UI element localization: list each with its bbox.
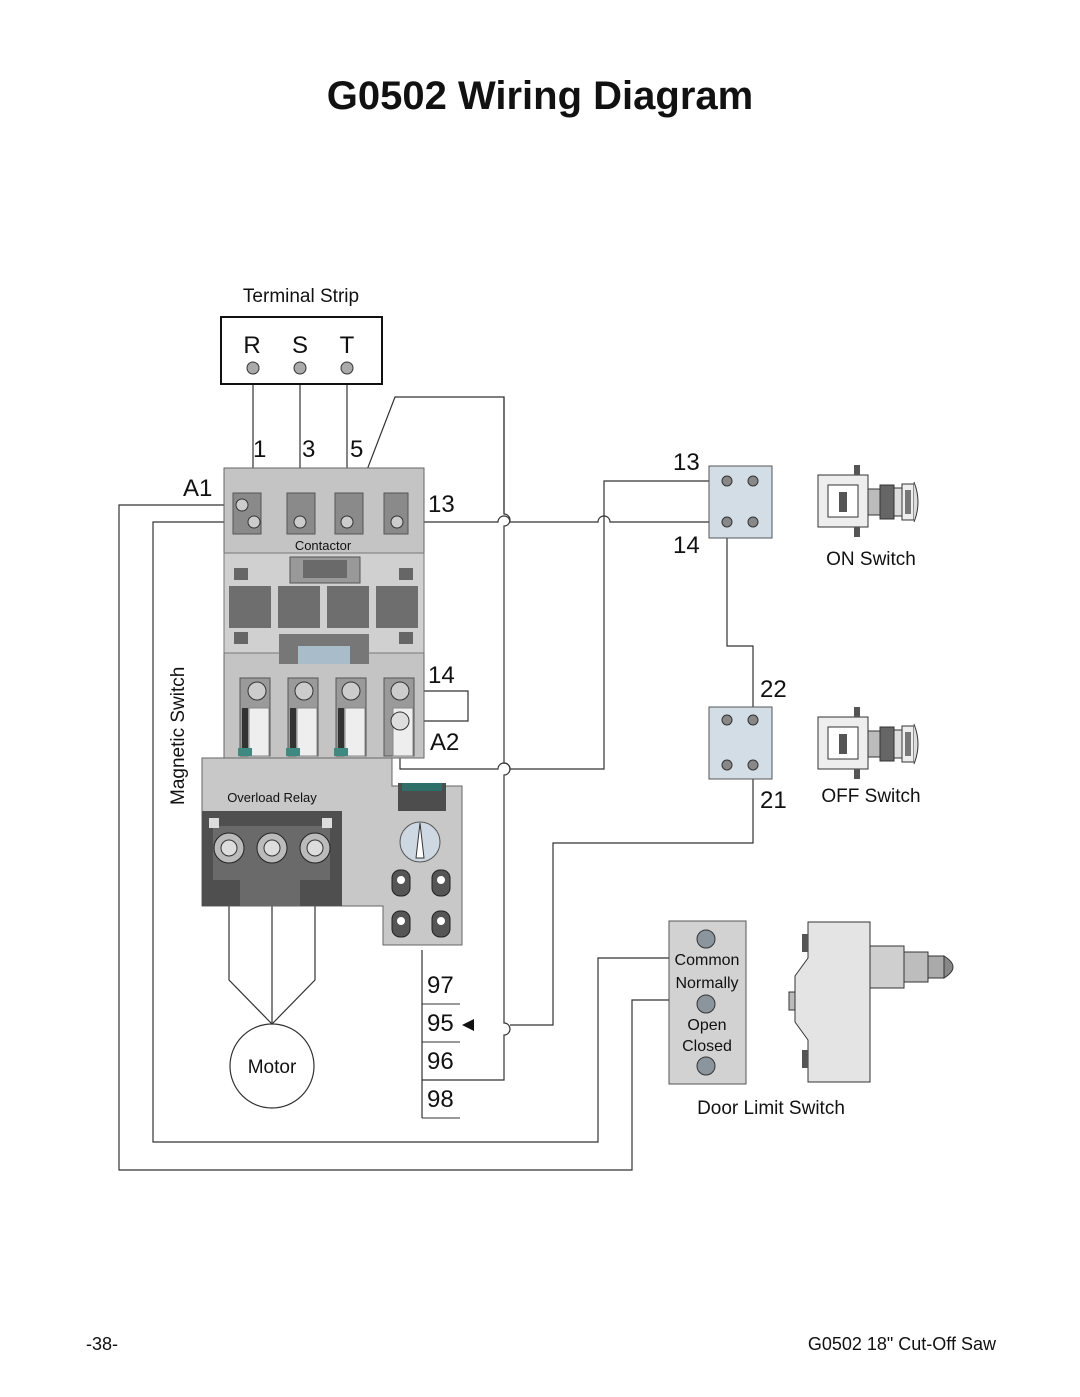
- wire-a1-inner: [152, 521, 706, 1143]
- door-limit-switch: Common Normally Open Closed Door Limit S…: [668, 920, 954, 1119]
- terminal-s-screw: [293, 361, 307, 375]
- terminal-s-label: S: [292, 332, 308, 359]
- on-switch-button: [817, 465, 919, 537]
- door-switch-open-label: Open: [687, 1017, 726, 1034]
- terminal-14-label: 14: [428, 662, 455, 689]
- terminal-96-label: 96: [427, 1048, 454, 1075]
- contactor-label: Contactor: [295, 538, 352, 553]
- terminal-r-screw: [246, 361, 260, 375]
- motor: Motor: [229, 1023, 315, 1109]
- page-number: -38-: [86, 1334, 119, 1354]
- door-switch-common-label: Common: [675, 952, 740, 969]
- page-title: G0502 Wiring Diagram: [326, 74, 754, 118]
- terminal-5-label: 5: [350, 436, 363, 463]
- terminal-13-label: 13: [428, 491, 455, 518]
- terminal-a1-label: A1: [183, 475, 212, 502]
- off-switch-21-label: 21: [760, 787, 787, 814]
- overload-relay: Overload Relay: [201, 757, 463, 946]
- wire-13-to-on: [397, 515, 727, 523]
- terminal-strip: Terminal Strip R S T: [220, 286, 383, 385]
- off-switch: 22 21 OFF Switch: [708, 676, 921, 814]
- document-name: G0502 18" Cut-Off Saw: [807, 1334, 996, 1354]
- wire-on14-to-off22: [726, 522, 754, 720]
- wires: [118, 368, 754, 1171]
- terminal-strip-label: Terminal Strip: [243, 286, 359, 307]
- door-switch-closed-label: Closed: [682, 1038, 732, 1055]
- on-switch: 13 14 ON Switch: [673, 449, 919, 570]
- on-switch-13-label: 13: [673, 449, 700, 476]
- contactor: Contactor: [223, 467, 425, 759]
- terminal-3-label: 3: [302, 436, 315, 463]
- magnetic-switch-label: Magnetic Switch: [168, 667, 189, 805]
- arrow-95: [462, 1019, 474, 1031]
- terminal-t-screw: [340, 361, 354, 375]
- terminal-97-label: 97: [427, 972, 454, 999]
- off-switch-button: [817, 707, 919, 779]
- wire-14-jumper: [400, 690, 469, 722]
- motor-label: Motor: [248, 1057, 297, 1078]
- wire-off21-to-95: [510, 765, 754, 1026]
- door-switch-label: Door Limit Switch: [697, 1098, 845, 1119]
- on-switch-label: ON Switch: [826, 549, 916, 570]
- terminal-1-label: 1: [253, 436, 266, 463]
- overload-relay-label: Overload Relay: [227, 790, 317, 805]
- terminal-98-label: 98: [427, 1086, 454, 1113]
- off-switch-label: OFF Switch: [821, 786, 920, 807]
- terminal-numbers: 1 3 5 A1 13 14 A2: [183, 436, 459, 756]
- terminal-t-label: T: [340, 332, 355, 359]
- terminal-95-label: 95: [427, 1010, 454, 1037]
- terminal-a2-label: A2: [430, 729, 459, 756]
- door-switch-normally-label: Normally: [675, 975, 738, 992]
- terminal-r-label: R: [243, 332, 260, 359]
- wire-on13-to-a2: [399, 480, 727, 770]
- on-switch-14-label: 14: [673, 532, 700, 559]
- aux-terminal-block: 97 95 96 98: [421, 950, 460, 1119]
- wire-a1-outer: [118, 504, 706, 1171]
- off-switch-22-label: 22: [760, 676, 787, 703]
- door-switch-body: [788, 921, 954, 1083]
